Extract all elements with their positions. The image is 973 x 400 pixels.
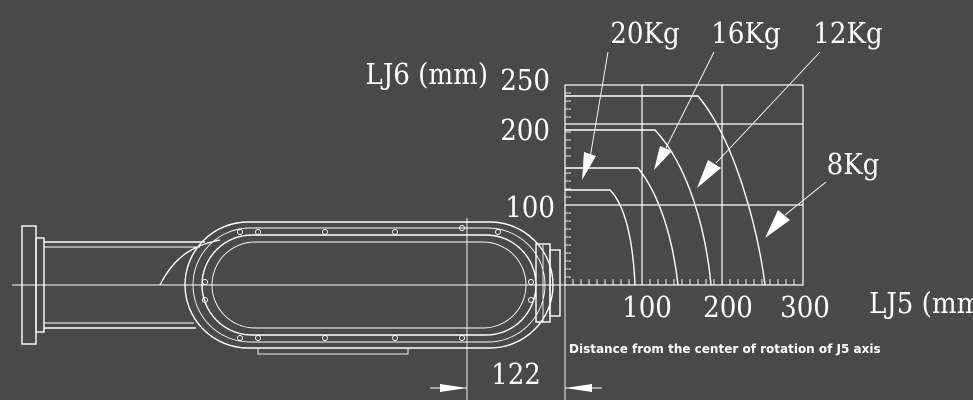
- arm-bottom-tab: [257, 347, 409, 355]
- robot-arm-drawing: [12, 221, 612, 355]
- x-tick-300: 300: [780, 290, 830, 324]
- leader-8kg-arrow: [765, 210, 790, 238]
- dimension-arrow-left: [440, 384, 467, 392]
- x-minor-ticks: [572, 279, 795, 285]
- load-label-16kg: 16Kg: [711, 16, 780, 50]
- load-leaders: [582, 51, 827, 238]
- y-tick-200: 200: [500, 113, 550, 147]
- dimension-122: 122: [430, 218, 602, 400]
- dimension-value: 122: [491, 357, 541, 391]
- x-tick-100: 100: [622, 290, 672, 324]
- load-chart: 20Kg 16Kg 12Kg 8Kg LJ6 (mm) LJ5 (mm) 250…: [366, 16, 973, 356]
- y-axis-label: LJ6 (mm): [366, 57, 489, 91]
- dimension-arrow-right: [565, 384, 592, 392]
- load-label-20kg: 20Kg: [610, 16, 679, 50]
- axis-note: Distance from the center of rotation of …: [569, 342, 881, 356]
- cover-screws: [202, 225, 534, 341]
- x-axis-label: LJ5 (mm): [869, 286, 973, 320]
- leader-16kg-arrow: [654, 146, 672, 170]
- leader-20kg-arrow: [582, 152, 596, 180]
- curve-8kg: [565, 95, 766, 286]
- leader-20kg: [589, 51, 609, 159]
- arm-cover-plate: [211, 241, 527, 329]
- chart-frame: [564, 84, 804, 286]
- x-tick-200: 200: [703, 290, 753, 324]
- curve-12kg: [565, 129, 712, 286]
- y-tick-250: 250: [500, 63, 550, 97]
- leader-8kg: [784, 181, 827, 216]
- load-label-12kg: 12Kg: [813, 16, 882, 50]
- y-minor-ticks: [565, 92, 571, 278]
- curve-20kg: [565, 189, 636, 286]
- curve-16kg: [565, 167, 679, 286]
- y-tick-100: 100: [505, 190, 555, 224]
- leader-12kg-arrow: [697, 160, 721, 188]
- arm-housing-outline: [184, 221, 554, 349]
- leader-12kg: [715, 51, 821, 164]
- leader-16kg: [665, 51, 715, 149]
- load-label-8kg: 8Kg: [827, 147, 880, 181]
